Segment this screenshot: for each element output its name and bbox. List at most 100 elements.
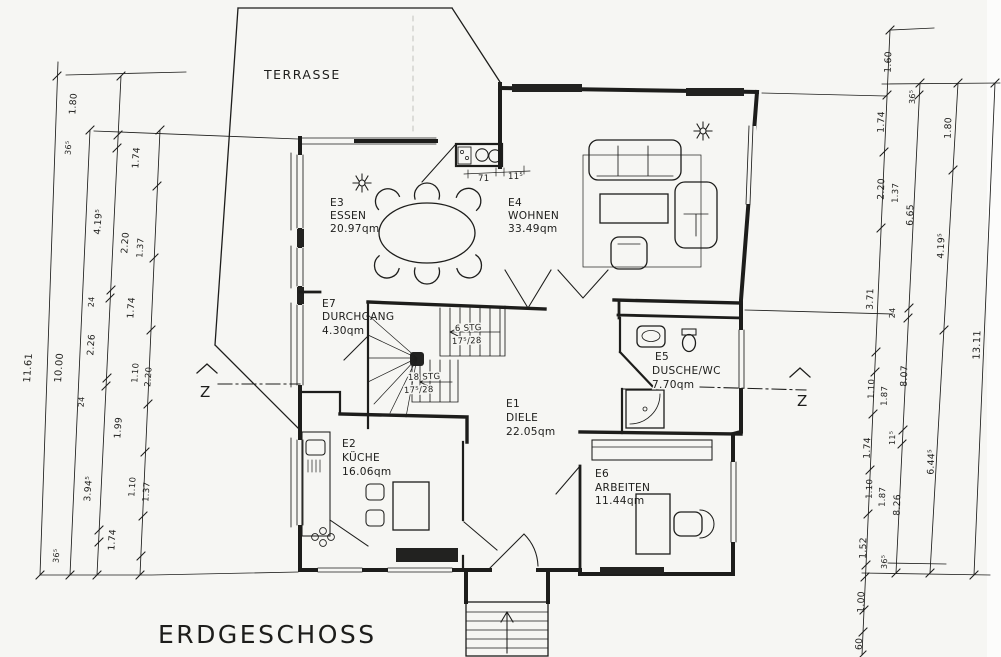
burner (319, 527, 327, 535)
section-caret (789, 367, 811, 378)
dim-label: 1.10 (867, 379, 878, 399)
coffee-table (599, 193, 669, 224)
dim-label: 24 (77, 396, 87, 407)
room-name: ESSEN (330, 210, 366, 222)
sink (305, 439, 326, 456)
up-arrow (500, 611, 514, 654)
dim-label: 24 (87, 296, 97, 307)
dim-label: 1.60 (883, 51, 895, 73)
terrace-door-leaf (421, 143, 457, 183)
windows (290, 84, 756, 575)
armchair (674, 181, 718, 249)
counter (301, 431, 331, 537)
dim-label: 1.74 (876, 111, 888, 133)
dim-label: 10.00 (53, 353, 66, 383)
stool (365, 483, 385, 501)
burner (319, 539, 327, 547)
washbasin (636, 325, 666, 348)
dim-label: 71 (478, 174, 489, 184)
chair (456, 254, 483, 279)
room-area: 11.44qm (595, 495, 644, 507)
burner (311, 533, 319, 541)
room-id: E3 (330, 197, 344, 209)
shelf (591, 439, 713, 461)
dining-furniture (373, 182, 483, 285)
lamp-icons (352, 121, 713, 193)
room-id: E4 (508, 197, 522, 209)
dim-label: 1.87 (878, 487, 889, 507)
wall (612, 298, 743, 305)
section-mark-left: Z (200, 383, 211, 401)
dimension-tick (35, 71, 165, 580)
entry-steps (465, 601, 549, 657)
door-leaf (343, 335, 369, 361)
extension-line (744, 27, 1001, 576)
dim-label: 36⁵ (64, 140, 74, 155)
office-furniture (591, 439, 715, 555)
dim-label: 11.61 (22, 353, 35, 383)
stair-rise-upper: 17⁵/28 (452, 336, 482, 347)
counter-shading (396, 548, 458, 562)
dim-label: 6.44⁵ (926, 449, 938, 475)
scan-edge (987, 0, 1001, 657)
room-area: 33.49qm (508, 223, 557, 235)
dim-label: 2.20 (876, 178, 888, 200)
dim-label: 11⁵ (888, 431, 897, 446)
office-door-leaf (555, 465, 581, 495)
dim-label: 13.11 (971, 330, 983, 360)
dim-label: 1.80 (943, 117, 955, 139)
terrace-outline (214, 7, 501, 429)
wall (298, 390, 342, 414)
dining-table (378, 202, 476, 264)
kitchen-furniture (301, 431, 458, 562)
desk (635, 493, 671, 555)
room-area: 22.05qm (506, 426, 555, 438)
room-name: WOHNEN (508, 210, 559, 222)
bath-fixtures (625, 325, 697, 429)
dim-label: 1.10 (865, 479, 876, 499)
wall (338, 412, 469, 444)
shower (625, 389, 665, 429)
dim-label: 8.07 (899, 365, 911, 387)
dim-label: 1.74 (106, 529, 118, 551)
glass-front-lines (299, 137, 437, 145)
room-labels: E3 ESSEN 20.97qm E7 DURCHGANG 4.30qm E2 … (322, 197, 722, 507)
wall (618, 316, 657, 435)
stool (365, 509, 385, 527)
dimension-line (861, 29, 996, 656)
dim-label: 36⁵ (908, 90, 917, 105)
section-caret (196, 363, 218, 374)
lamp-icon (693, 121, 713, 141)
room-name: DUSCHE/WC (652, 365, 721, 377)
dim-label: 1.74 (125, 297, 137, 319)
right-dimension-chains: 1.60 36⁵ 1.74 1.80 2.20 1.37 6.65 4.19⁵ … (744, 25, 1001, 657)
dim-label: 11⁵ (508, 172, 523, 182)
stair-label-upper: 6 STG (455, 323, 482, 334)
dim-label: 24 (888, 307, 897, 318)
chair (413, 267, 441, 285)
kitchen-door-leaf (463, 521, 498, 551)
side-chair (610, 236, 648, 270)
dim-label: 2.20 (119, 232, 131, 254)
opening-chevron (557, 269, 609, 299)
dim-label: 1.10 (130, 362, 141, 383)
dim-label: 1.37 (141, 481, 152, 502)
dim-label: 4.19⁵ (936, 233, 948, 259)
opening-chevron (504, 269, 552, 310)
sofa (588, 139, 682, 181)
left-dimension-labels: 1.80 36⁵ 1.74 4.19⁵ 2.20 1.37 24 1.74 2.… (22, 93, 155, 564)
section-mark-right: Z (797, 392, 808, 410)
room-area: 20.97qm (330, 223, 379, 235)
toilet (681, 333, 697, 353)
wall (578, 430, 743, 436)
entry-door-leaf (489, 533, 539, 569)
rug (582, 154, 702, 268)
desk-chair (673, 511, 703, 537)
dim-label: 1.74 (862, 437, 874, 459)
dim-label: 1.74 (130, 147, 142, 169)
dim-label: 3.94⁵ (82, 476, 95, 502)
section-markers: Z Z (196, 363, 811, 410)
dim-label: 8.26 (892, 494, 904, 516)
staircase: 6 STG 17⁵/28 18 STG 17⁵/28 (367, 305, 506, 418)
